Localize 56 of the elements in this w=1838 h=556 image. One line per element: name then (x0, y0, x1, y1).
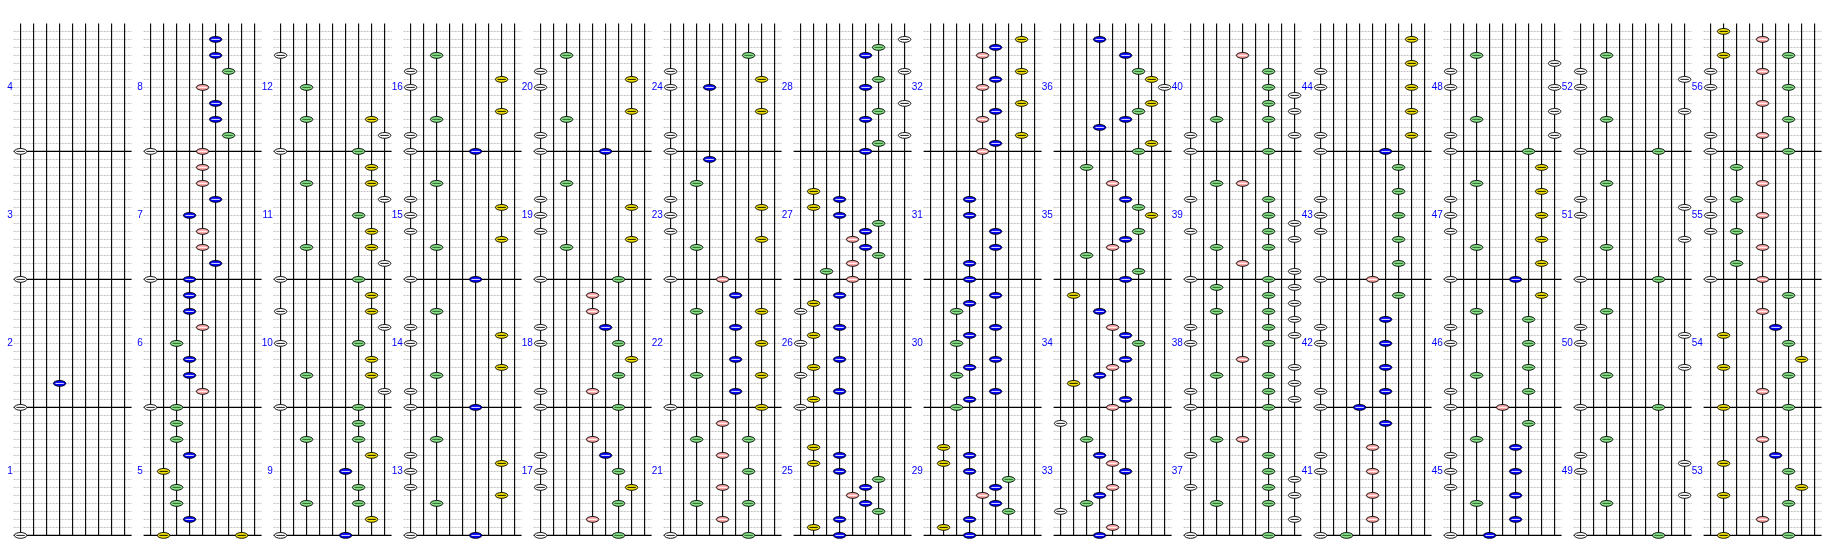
row-number: 22 (651, 338, 663, 349)
row-number: 6 (137, 338, 143, 349)
row-number: 28 (781, 82, 793, 93)
row-number: 19 (521, 210, 533, 221)
row-number: 20 (521, 82, 533, 93)
row-number: 2 (7, 338, 13, 349)
row-number: 46 (1431, 338, 1443, 349)
row-number: 40 (1171, 82, 1183, 93)
row-number: 44 (1301, 82, 1313, 93)
row-number: 33 (1041, 466, 1053, 477)
row-number: 11 (262, 210, 273, 221)
row-number: 23 (651, 210, 663, 221)
row-number: 17 (521, 466, 533, 477)
row-number: 3 (7, 210, 13, 221)
row-number: 1 (7, 466, 13, 477)
row-number: 36 (1041, 82, 1053, 93)
row-number: 49 (1561, 466, 1573, 477)
row-number: 5 (137, 466, 143, 477)
row-number: 51 (1561, 210, 1573, 221)
row-number: 18 (521, 338, 533, 349)
row-number: 30 (911, 338, 923, 349)
row-number: 42 (1301, 338, 1313, 349)
row-number: 32 (911, 82, 923, 93)
row-number: 31 (911, 210, 923, 221)
row-number: 7 (137, 210, 143, 221)
row-number: 48 (1431, 82, 1443, 93)
row-number: 47 (1431, 210, 1443, 221)
row-number: 16 (391, 82, 403, 93)
row-number: 56 (1691, 82, 1703, 93)
row-number: 50 (1561, 338, 1573, 349)
row-number: 34 (1041, 338, 1053, 349)
row-number: 27 (781, 210, 793, 221)
row-number: 54 (1691, 338, 1703, 349)
row-number: 10 (261, 338, 273, 349)
row-number: 53 (1691, 466, 1703, 477)
row-number: 43 (1301, 210, 1313, 221)
row-number: 39 (1171, 210, 1183, 221)
row-number: 4 (7, 82, 13, 93)
row-number: 21 (651, 466, 663, 477)
row-number: 29 (911, 466, 923, 477)
row-number: 8 (137, 82, 143, 93)
row-number: 24 (651, 82, 663, 93)
row-number: 45 (1431, 466, 1443, 477)
row-number: 38 (1171, 338, 1183, 349)
row-number: 14 (391, 338, 403, 349)
row-number: 25 (781, 466, 793, 477)
row-number: 9 (267, 466, 273, 477)
row-number: 37 (1171, 466, 1183, 477)
row-number: 35 (1041, 210, 1053, 221)
row-number: 12 (261, 82, 273, 93)
row-number: 52 (1561, 82, 1573, 93)
row-number: 26 (781, 338, 793, 349)
row-number: 55 (1691, 210, 1703, 221)
row-number: 41 (1301, 466, 1313, 477)
row-number: 15 (391, 210, 403, 221)
row-number: 13 (391, 466, 403, 477)
